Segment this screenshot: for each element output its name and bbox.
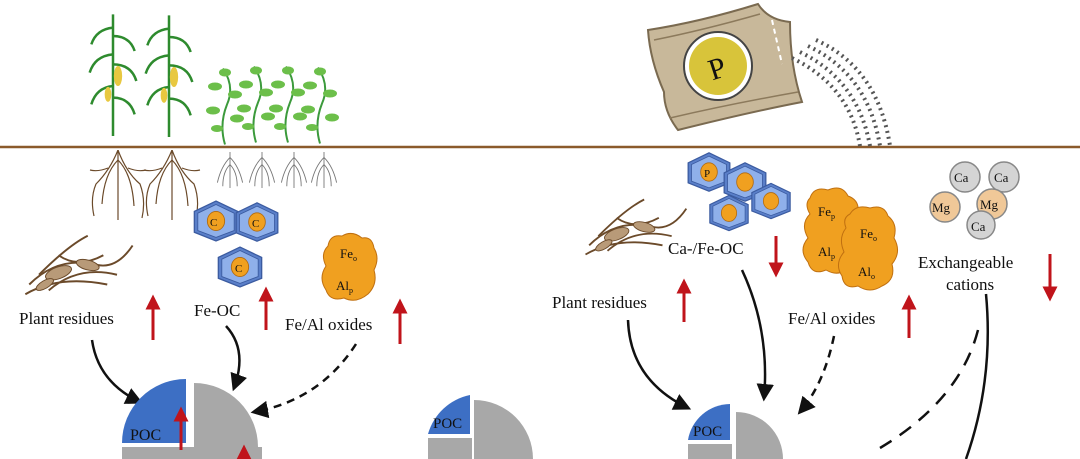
cation-label: Ca	[954, 170, 969, 185]
label-exchangeable: Exchangeable	[918, 253, 1013, 272]
flow-arrow	[225, 325, 248, 392]
oxide-fe-symbol: Feo	[860, 226, 877, 243]
label-plant-residues: Plant residues	[19, 309, 114, 328]
flow-arrow-dashed	[250, 343, 358, 419]
label-poc: POC	[130, 427, 161, 444]
soc-pie-chart	[688, 404, 783, 459]
label-cations: cations	[946, 275, 994, 294]
label-fe-oc: Fe-OC	[194, 301, 240, 320]
cation-label: Mg	[980, 197, 999, 212]
soc-pie-chart	[428, 395, 533, 459]
oxide-al-symbol: Alp	[818, 244, 835, 261]
soc-pie-chart	[122, 379, 262, 459]
label-poc: POC	[433, 416, 462, 432]
flow-line	[964, 293, 990, 459]
label-plant-residues: Plant residues	[552, 293, 647, 312]
middle-panel: POC	[428, 395, 533, 459]
oxide-fe-symbol: Feo	[340, 246, 357, 263]
flow-arrow	[740, 269, 774, 402]
fe-oc-mineral-icon: C C C	[193, 200, 279, 288]
oxide-al-symbol: Alp	[336, 278, 353, 295]
fertilizer-stream-icon	[791, 38, 892, 147]
exchangeable-cations-icon: Ca Ca Mg Mg Ca	[929, 161, 1020, 240]
corn-plant-icon	[88, 12, 194, 139]
label-poc: POC	[693, 424, 722, 440]
cation-label: Ca	[994, 170, 1009, 185]
flow-line-dashed	[879, 329, 980, 450]
mineral-c-label: C	[252, 218, 259, 230]
ca-fe-oc-mineral-icon: P	[687, 152, 791, 232]
cation-label: Ca	[971, 219, 986, 234]
fertilizer-bag-icon: P	[646, 2, 804, 132]
right-panel: P Plant residues P Ca-/Fe-OC Fep Alp Feo	[552, 2, 1058, 459]
label-fe-al-oxides: Fe/Al oxides	[788, 309, 875, 328]
flow-arrow	[626, 319, 692, 410]
cation-label: Mg	[932, 200, 951, 215]
plant-residue-icon	[24, 234, 134, 296]
mineral-c-label: C	[210, 217, 217, 229]
fe-al-oxide-icon: Fep Alp Feo Alo	[802, 187, 898, 291]
flow-arrow	[90, 339, 144, 404]
flow-arrow-dashed	[797, 335, 836, 415]
label-fe-al-oxides: Fe/Al oxides	[285, 315, 372, 334]
label-ca-fe-oc: Ca-/Fe-OC	[668, 239, 744, 258]
oxide-fe-symbol: Fep	[818, 204, 835, 221]
fe-al-oxide-icon: Feo Alp	[321, 232, 378, 301]
mineral-c-label: P	[704, 168, 710, 180]
oxide-al-symbol: Alo	[858, 264, 875, 281]
left-panel: Plant residues C C C Fe-OC Feo Alp Fe/Al…	[19, 12, 408, 459]
mineral-c-label: C	[235, 263, 242, 275]
legume-plant-icon	[205, 65, 340, 146]
